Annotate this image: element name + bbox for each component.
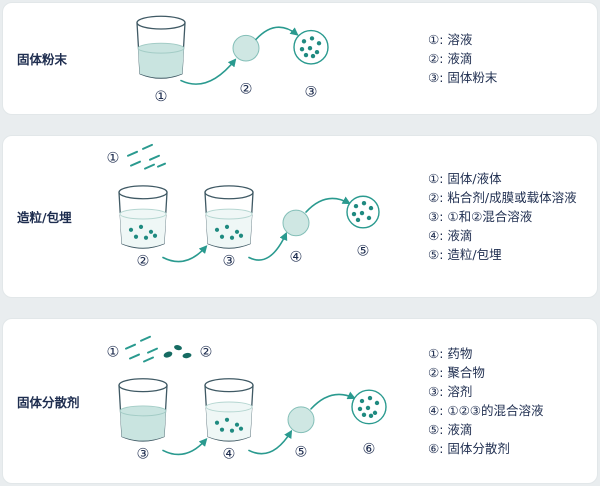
legend-item: ①: 溶液 (428, 32, 473, 47)
step-label: ⑥ (363, 441, 376, 457)
legend-item: ①: 固体/液体 (428, 171, 502, 186)
step-label: ⑤ (356, 244, 369, 260)
diagram-granulation: ① (98, 136, 428, 297)
droplet-icon (287, 406, 315, 434)
step-label: ① (106, 151, 119, 167)
diagram-svg: ① (106, 143, 380, 269)
beaker-mixed-icon (204, 378, 254, 442)
legend-item: ④: ①②③的混合溶液 (428, 403, 544, 418)
arrow-icon (255, 26, 299, 41)
step-label: ③ (305, 84, 318, 100)
panel-solid-dispersion: 固体分散剂 ① (2, 318, 598, 484)
legend: ①: 药物 ②: 聚合物 ③: 溶剂 ④: ①②③的混合溶液 ⑤: 液滴 ⑥: … (428, 319, 597, 483)
step-label: ③ (222, 253, 235, 269)
diagram-svg: ① ② (107, 335, 387, 462)
step-label: ② (136, 253, 149, 269)
legend-item: ③: 固体粉末 (428, 70, 498, 85)
diagram-solid-powder: ① ② ③ (98, 3, 428, 114)
panel-granulation: 造粒/包埋 ① (2, 135, 598, 298)
diagram-solid-dispersion: ① ② (98, 319, 428, 483)
step-label: ① (107, 345, 120, 361)
panel-title: 固体粉末 (17, 52, 68, 67)
step-label: ④ (289, 250, 302, 266)
legend-item: ②: 液滴 (428, 51, 473, 66)
legend-item: ①: 药物 (428, 346, 473, 361)
polymer-blobs-icon (163, 345, 192, 359)
granule-sphere-icon (346, 195, 380, 229)
step-label: ② (240, 81, 253, 97)
droplet-icon (282, 209, 310, 237)
arrow-icon (162, 437, 208, 456)
legend-item: ⑤: 液滴 (428, 422, 473, 437)
legend-item: ②: 粘合剂/成膜或载体溶液 (428, 190, 577, 205)
legend-item: ⑥: 固体分散剂 (428, 441, 510, 456)
powder-sphere-icon (293, 29, 329, 65)
particles-icon (127, 143, 166, 170)
step-label: ② (200, 345, 213, 361)
step-label: ① (155, 89, 168, 105)
arrow-icon (248, 429, 293, 455)
step-label: ⑤ (295, 444, 308, 460)
drug-particles-icon (125, 335, 158, 363)
arrow-icon (310, 391, 356, 410)
legend-item: ③: 溶剂 (428, 384, 473, 399)
legend-item: ④: 液滴 (428, 228, 473, 243)
droplet-icon (232, 34, 260, 62)
beaker-solution-icon (136, 15, 186, 79)
diagram-svg: ① ② ③ (136, 15, 329, 105)
step-label: ④ (223, 446, 236, 462)
dispersion-sphere-icon (351, 389, 387, 425)
legend-item: ③: ①和②混合溶液 (428, 209, 533, 224)
panel-solid-powder: 固体粉末 (2, 2, 598, 115)
panel-title: 造粒/包埋 (17, 210, 72, 225)
arrow-icon (305, 196, 351, 213)
arrow-icon (162, 245, 208, 263)
panel-title: 固体分散剂 (17, 394, 80, 410)
legend: ①: 溶液 ②: 液滴 ③: 固体粉末 (428, 3, 597, 114)
beaker-mixture-icon (118, 185, 168, 249)
beaker-solvent-icon (118, 378, 168, 442)
step-label: ③ (137, 446, 150, 462)
legend: ①: 固体/液体 ②: 粘合剂/成膜或载体溶液 ③: ①和②混合溶液 ④: 液滴… (428, 136, 597, 297)
arrow-icon (248, 231, 288, 261)
legend-item: ②: 聚合物 (428, 365, 485, 380)
legend-item: ⑤: 造粒/包埋 (428, 247, 502, 262)
beaker-mixed-icon (204, 185, 254, 249)
arrow-icon (180, 58, 237, 85)
